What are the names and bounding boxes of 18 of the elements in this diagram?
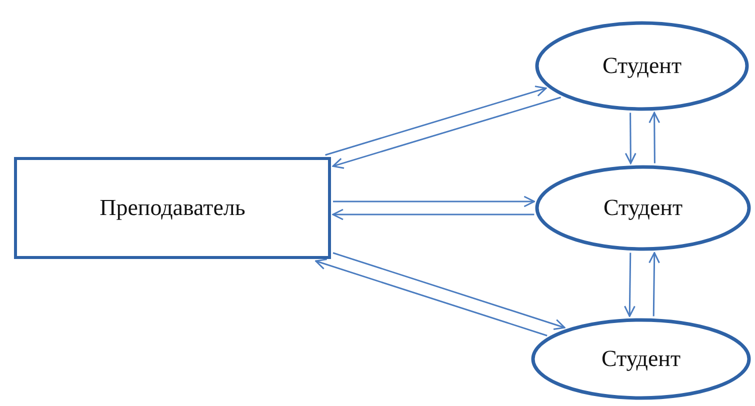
arrow: [332, 252, 566, 330]
arrow: [332, 208, 534, 220]
ellipse-node: [535, 21, 749, 111]
ellipse-node: [531, 318, 751, 400]
arrow: [648, 112, 660, 164]
node-label: Студент: [603, 195, 683, 221]
arrow: [325, 86, 547, 156]
node-label: Студент: [601, 346, 681, 372]
node-label: Студент: [602, 53, 682, 79]
arrow: [648, 252, 660, 316]
arrow: [624, 112, 636, 164]
rectangle-node: [14, 157, 331, 259]
node-label: Преподаватель: [100, 195, 246, 221]
arrow: [332, 96, 562, 169]
arrow: [333, 196, 535, 208]
arrow: [624, 252, 636, 317]
ellipse-node: [535, 165, 751, 251]
arrow: [315, 258, 548, 336]
